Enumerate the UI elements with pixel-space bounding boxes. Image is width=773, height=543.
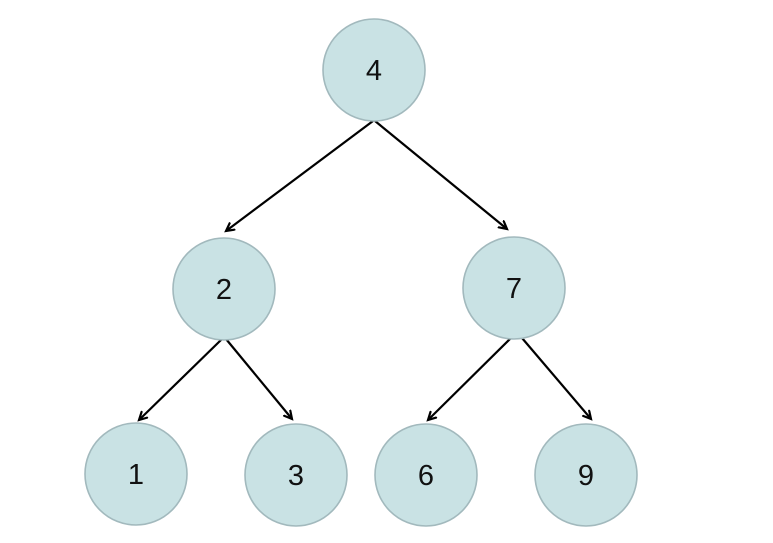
tree-edge-2-3 bbox=[225, 338, 292, 419]
nodes-layer: 4 2 7 1 3 6 9 bbox=[84, 18, 638, 527]
tree-node-label-7: 7 bbox=[506, 273, 522, 305]
tree-node-circle-7 bbox=[462, 236, 566, 340]
tree-node-label-9: 9 bbox=[578, 460, 594, 492]
tree-edge-7-9 bbox=[521, 337, 591, 419]
tree-edge-2-1 bbox=[139, 338, 223, 420]
tree-edge-4-7 bbox=[374, 120, 507, 229]
tree-node-circle-3 bbox=[244, 423, 348, 527]
edges-layer bbox=[139, 120, 591, 420]
tree-node-label-6: 6 bbox=[418, 460, 434, 492]
tree-node-label-2: 2 bbox=[216, 274, 232, 306]
tree-node-circle-6 bbox=[374, 423, 478, 527]
tree-edge-4-2 bbox=[226, 120, 374, 231]
tree-node-circle-9 bbox=[534, 423, 638, 527]
tree-edge-7-6 bbox=[428, 337, 512, 420]
tree-node-circle-1 bbox=[84, 422, 188, 526]
tree-node-label-4: 4 bbox=[366, 55, 382, 87]
tree-node-label-3: 3 bbox=[288, 460, 304, 492]
tree-node-circle-2 bbox=[172, 237, 276, 341]
tree-node-label-1: 1 bbox=[128, 459, 144, 491]
tree-node-circle-4 bbox=[322, 18, 426, 122]
